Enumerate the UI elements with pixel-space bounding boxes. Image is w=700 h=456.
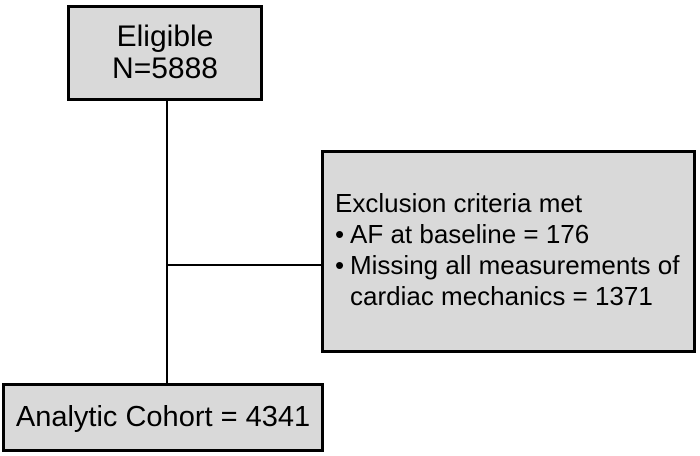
exclusion-bullet-item: Missing all measurements of cardiac mech… [335,250,691,312]
analytic-cohort-box: Analytic Cohort = 4341 [2,383,324,452]
exclusion-box: Exclusion criteria met AF at baseline = … [321,150,696,353]
eligible-box-line1: Eligible [116,20,214,53]
connector-vertical-line [166,101,168,383]
analytic-cohort-label: Analytic Cohort = 4341 [15,401,311,433]
eligible-box-line2: N=5888 [112,52,218,85]
eligible-box: Eligible N=5888 [67,5,263,101]
connector-horizontal-line [167,264,321,266]
exclusion-bullet-list: AF at baseline = 176 Missing all measure… [335,219,691,312]
exclusion-box-title: Exclusion criteria met [335,187,583,218]
exclusion-bullet-item: AF at baseline = 176 [335,219,691,250]
